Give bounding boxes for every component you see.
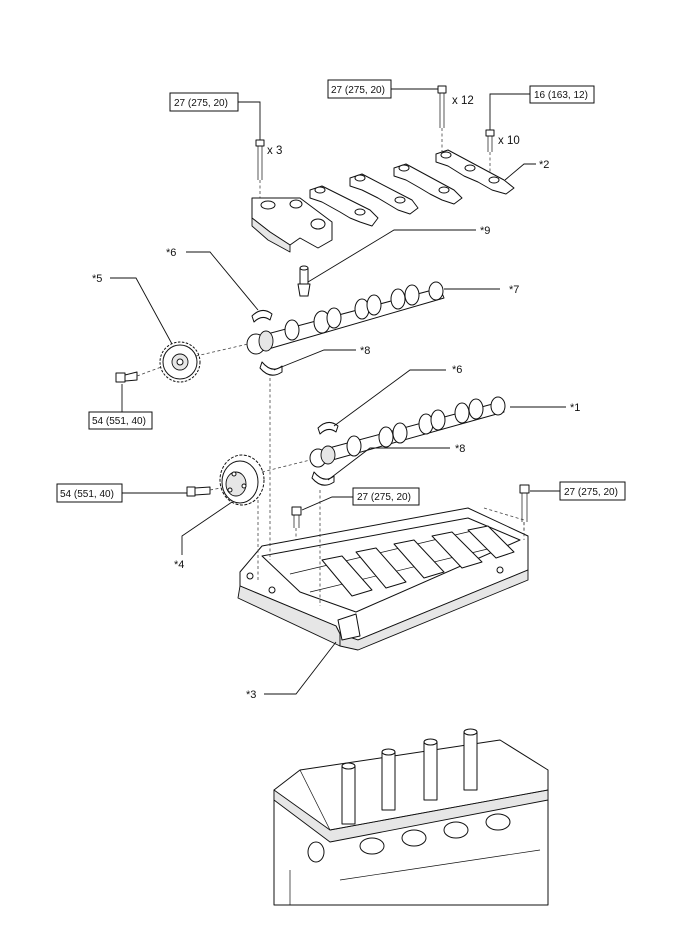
torque-value: 16 (163, 12)	[534, 90, 588, 101]
quantity-top: x 12	[452, 95, 474, 107]
bolt-cap-right-icon	[485, 129, 495, 172]
torque-spec-housing-bolt-right: 27 (275, 20)	[530, 481, 626, 501]
upper-bearing-2	[317, 422, 339, 435]
quantity-left: x 3	[267, 145, 282, 157]
bearing-cap-4	[393, 163, 463, 205]
bearing-cap-set	[251, 149, 515, 253]
torque-spec-gear-bolt: 54 (551, 40)	[56, 483, 188, 503]
callout-7: *7	[444, 284, 519, 296]
exhaust-camshaft	[246, 281, 445, 355]
bolt-cap-left-icon	[255, 139, 265, 205]
callout-9: *9	[307, 225, 490, 283]
torque-value: 27 (275, 20)	[331, 85, 385, 96]
callout-1: *1	[510, 402, 580, 414]
callout-3: *3	[246, 641, 337, 701]
torque-value: 27 (275, 20)	[564, 487, 618, 498]
svg-text:*6: *6	[452, 364, 462, 376]
bearing-cap-2	[309, 185, 379, 227]
svg-text:*2: *2	[539, 159, 549, 171]
svg-text:*1: *1	[570, 402, 580, 414]
camshaft-timing-sprocket	[159, 341, 249, 383]
quantity-right: x 10	[498, 135, 520, 147]
bearing-cap-front	[251, 197, 333, 253]
lower-bearing-1	[259, 361, 283, 376]
svg-text:*8: *8	[455, 443, 465, 455]
callout-8b: *8	[327, 443, 465, 481]
svg-text:*9: *9	[480, 225, 490, 237]
callout-2: *2	[504, 159, 549, 181]
callout-6b: *6	[333, 364, 462, 427]
intake-camshaft	[309, 396, 506, 468]
svg-text:*7: *7	[509, 284, 519, 296]
cylinder-head	[273, 728, 549, 906]
torque-spec-cap-bolts-left: 27 (275, 20)	[169, 92, 261, 142]
callout-6a: *6	[166, 247, 259, 311]
svg-text:*6: *6	[166, 247, 176, 259]
svg-text:*4: *4	[174, 559, 184, 571]
bolt-cap-top-icon	[437, 85, 447, 160]
torque-spec-cap-bolts-right: 16 (163, 12)	[489, 85, 595, 130]
camshaft-timing-gear	[219, 454, 311, 506]
lower-bearing-2	[311, 471, 335, 486]
upper-bearing-1	[251, 310, 273, 323]
bolt-gear-icon	[186, 486, 227, 497]
svg-text:*3: *3	[246, 689, 256, 701]
svg-text:*8: *8	[360, 345, 370, 357]
torque-value: 54 (551, 40)	[60, 489, 114, 500]
torque-value: 27 (275, 20)	[357, 492, 411, 503]
torque-spec-cap-bolts-top: 27 (275, 20)	[327, 79, 438, 99]
svg-text:*5: *5	[92, 273, 102, 285]
callout-5: *5	[92, 273, 173, 345]
torque-value: 27 (275, 20)	[174, 98, 228, 109]
bearing-cap-3	[349, 173, 419, 215]
torque-spec-sprocket-bolt: 54 (551, 40)	[88, 384, 153, 430]
camshaft-housing	[237, 507, 529, 651]
bearing-cap-5	[435, 149, 515, 195]
callout-8a: *8	[273, 345, 370, 371]
torque-value: 54 (551, 40)	[92, 416, 146, 427]
torque-spec-housing-bolt-center: 27 (275, 20)	[301, 487, 420, 511]
bolt-sprocket-icon	[115, 365, 165, 383]
callout-4: *4	[174, 501, 233, 571]
oil-control-pin-icon	[297, 265, 311, 297]
